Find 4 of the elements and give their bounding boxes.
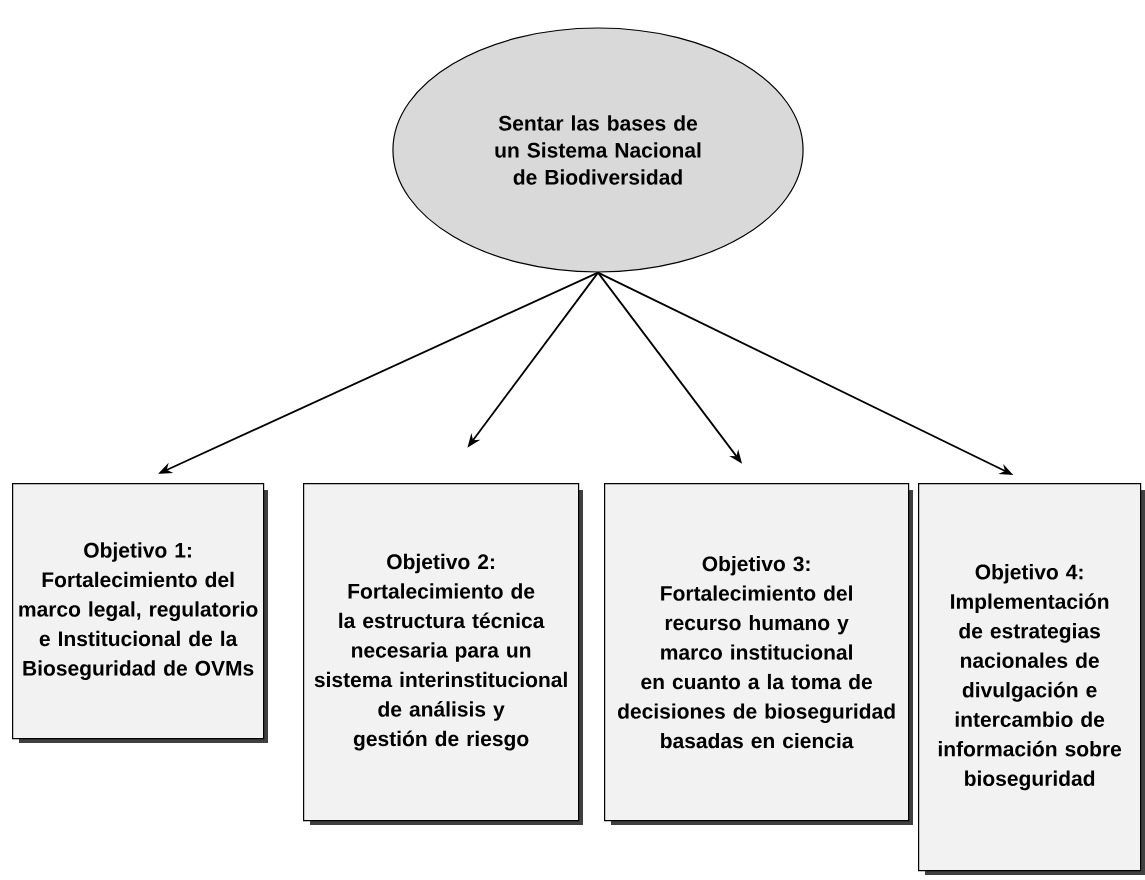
objective-box: Objetivo 1: Fortalecimiento del marco legal, regulatorio e Institucional de la Bioseguridad de OVMs (12, 483, 268, 743)
objective-box: Objetivo 4: Implementación de estrategias nacionales de divulgación e intercambio de información sobre bioseguridad (918, 483, 1145, 875)
objective-box: Objetivo 3: Fortalecimiento del recurso humano y marco institucional en cuanto a la toma de decisiones de bioseguridad basadas en ciencia (604, 483, 913, 825)
objective-box: Objetivo 2: Fortalecimiento de la estructura técnica necesaria para un sistema interinstitucional de análisis y gestión de riesgo (303, 483, 583, 825)
